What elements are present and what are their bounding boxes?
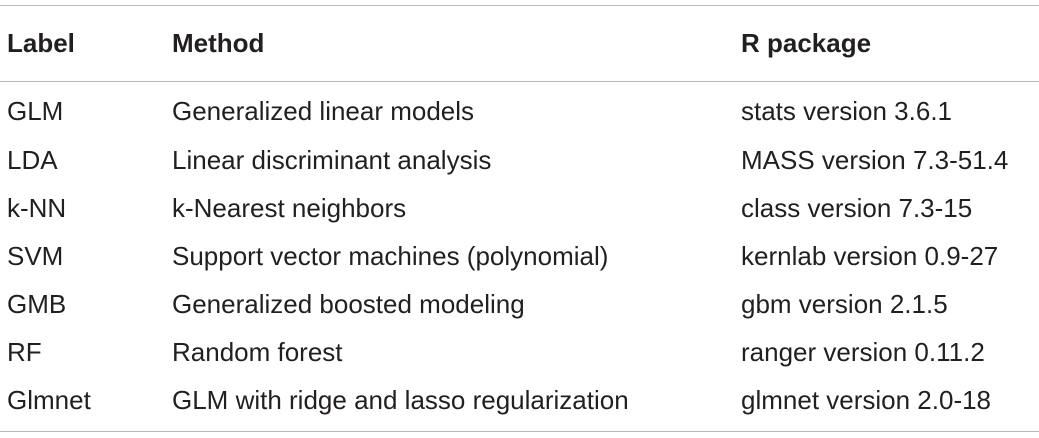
row-label: GMB — [7, 289, 67, 319]
row-label: SVM — [7, 241, 64, 271]
row-package: MASS version 7.3-51.4 — [741, 145, 1009, 175]
table-row: SVM Support vector machines (polynomial)… — [0, 236, 1039, 276]
row-method: GLM with ridge and lasso regularization — [172, 385, 629, 415]
row-label: RF — [7, 337, 42, 367]
row-label: Glmnet — [7, 385, 91, 415]
table-row: Glmnet GLM with ridge and lasso regulari… — [0, 380, 1039, 420]
table-top-rule — [0, 5, 1039, 6]
table-bottom-rule — [0, 431, 1039, 432]
row-package: glmnet version 2.0-18 — [741, 385, 992, 415]
table-row: GMB Generalized boosted modeling gbm ver… — [0, 284, 1039, 324]
row-method: Generalized boosted modeling — [172, 289, 525, 319]
row-label: k-NN — [7, 193, 67, 223]
row-method: Linear discriminant analysis — [172, 145, 492, 175]
table-header-row: Label Method R package — [0, 23, 1039, 63]
table-row: RF Random forest ranger version 0.11.2 — [0, 332, 1039, 372]
row-package: kernlab version 0.9-27 — [741, 241, 999, 271]
row-method: Support vector machines (polynomial) — [172, 241, 609, 271]
table-row: GLM Generalized linear models stats vers… — [0, 91, 1039, 131]
row-package: gbm version 2.1.5 — [741, 289, 948, 319]
header-label: Label — [7, 28, 75, 58]
row-method: Generalized linear models — [172, 96, 475, 126]
table-header-rule — [0, 81, 1039, 82]
header-package: R package — [741, 28, 872, 58]
row-label: GLM — [7, 96, 64, 126]
row-package: class version 7.3-15 — [741, 193, 973, 223]
table-row: LDA Linear discriminant analysis MASS ve… — [0, 140, 1039, 180]
row-package: stats version 3.6.1 — [741, 96, 952, 126]
row-method: Random forest — [172, 337, 343, 367]
table-row: k-NN k-Nearest neighbors class version 7… — [0, 188, 1039, 228]
row-label: LDA — [7, 145, 58, 175]
row-method: k-Nearest neighbors — [172, 193, 407, 223]
row-package: ranger version 0.11.2 — [741, 337, 985, 367]
header-method: Method — [172, 28, 265, 58]
